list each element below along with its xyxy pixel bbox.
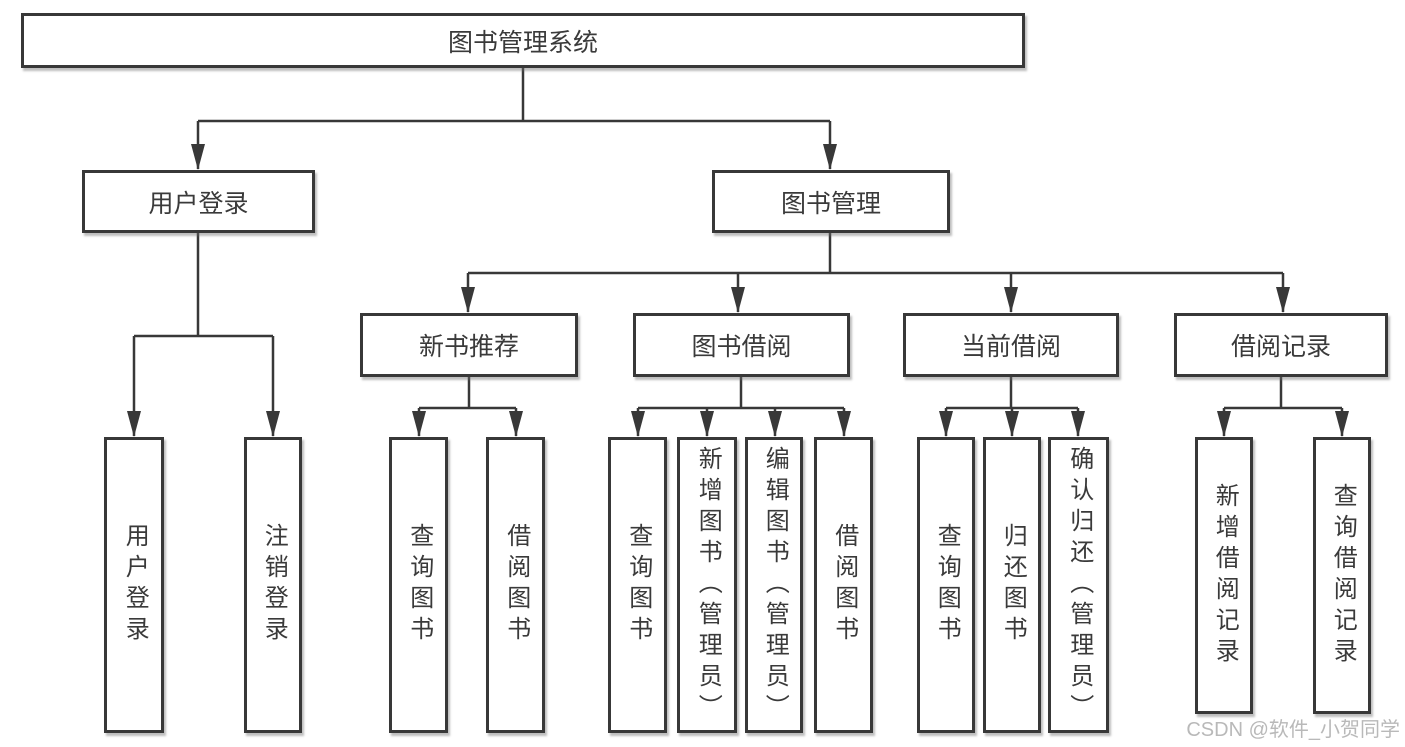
node-label: 新书推荐 <box>418 333 519 361</box>
leaf-add-borrow-record: 新增借阅记录 <box>1195 437 1253 714</box>
node-label: 归还图书 <box>999 523 1027 647</box>
node-book-management: 图书管理 <box>712 170 950 233</box>
node-new-book-recommendation: 新书推荐 <box>360 313 578 377</box>
leaf-query-books: 查询图书 <box>389 437 448 733</box>
leaf-query-books: 查询图书 <box>917 437 975 733</box>
node-label: 图书管理 <box>780 189 881 218</box>
node-user-login: 用户登录 <box>82 170 315 233</box>
leaf-add-book-admin: 新增图书（管理员） <box>677 437 737 733</box>
node-label: 查询图书 <box>405 523 433 647</box>
node-book-borrowing: 图书借阅 <box>633 313 850 377</box>
node-label: 图书管理系统 <box>447 28 598 57</box>
leaf-user-login: 用户登录 <box>104 437 164 733</box>
node-label: 新增图书（管理员） <box>694 445 722 725</box>
node-label: 查询图书 <box>933 523 961 647</box>
leaf-return-books: 归还图书 <box>983 437 1041 733</box>
node-label: 借阅图书 <box>830 523 858 647</box>
edge-new-rec-to-leaves <box>412 377 523 437</box>
edge-user-login-to-leaves <box>127 233 280 437</box>
edge-book-mgmt-to-level3 <box>461 233 1290 313</box>
leaf-query-books: 查询图书 <box>608 437 667 733</box>
edge-root-to-level2 <box>191 68 837 170</box>
leaf-logout: 注销登录 <box>244 437 302 733</box>
node-label: 当前借阅 <box>960 333 1061 361</box>
node-label: 查询图书 <box>624 523 652 647</box>
node-library-management-system: 图书管理系统 <box>21 13 1025 68</box>
node-label: 注销登录 <box>260 523 288 647</box>
edge-cur-borrow-to-leaves <box>939 377 1085 437</box>
leaf-borrow-books: 借阅图书 <box>486 437 545 733</box>
node-label: 用户登录 <box>148 189 249 218</box>
node-label: 编辑图书（管理员） <box>761 445 789 725</box>
leaf-borrow-books: 借阅图书 <box>814 437 873 733</box>
leaf-edit-book-admin: 编辑图书（管理员） <box>745 437 803 733</box>
node-label: 图书借阅 <box>691 333 792 361</box>
edge-borrow-rec-to-leaves <box>1217 377 1349 437</box>
node-label: 新增借阅记录 <box>1211 482 1239 669</box>
csdn-watermark: CSDN @软件_小贺同学 <box>1186 719 1400 741</box>
node-current-borrowing: 当前借阅 <box>903 313 1119 377</box>
node-borrowing-records: 借阅记录 <box>1174 313 1388 377</box>
edge-book-borrow-to-leaves <box>631 377 851 437</box>
node-label: 借阅图书 <box>502 523 530 647</box>
node-label: 确认归还（管理员） <box>1065 445 1093 725</box>
node-label: 用户登录 <box>121 523 149 647</box>
node-label: 查询借阅记录 <box>1329 482 1357 669</box>
leaf-confirm-return-admin: 确认归还（管理员） <box>1048 437 1109 733</box>
leaf-query-borrow-record: 查询借阅记录 <box>1313 437 1371 714</box>
node-label: 借阅记录 <box>1230 333 1331 361</box>
